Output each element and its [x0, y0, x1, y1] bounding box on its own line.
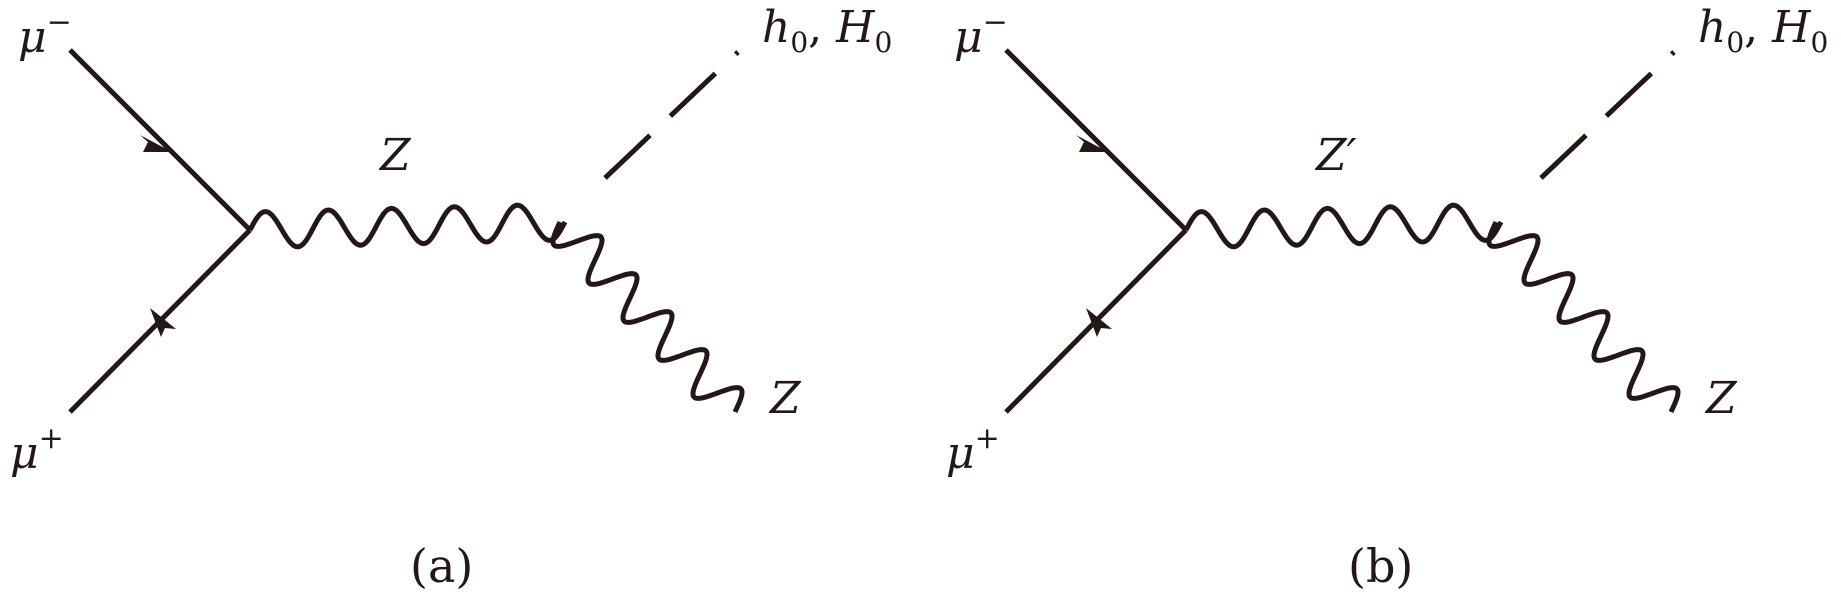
- mu-plus-label: μ+: [946, 421, 1000, 479]
- scalar-dashed-line: [1539, 50, 1676, 180]
- z-out-label: Z: [768, 373, 802, 424]
- propagator-label: Z: [378, 130, 412, 181]
- higgs-label: h0, H0: [762, 2, 892, 59]
- z-outgoing-wavy: [1486, 220, 1681, 414]
- higgs-label: h0, H0: [1698, 2, 1828, 59]
- mu-minus-line: [1004, 48, 1188, 232]
- diagram-b: μ− μ+ Z′ h0, H0 Z (b): [946, 2, 1828, 593]
- propagator-label: Z′: [1314, 130, 1357, 181]
- mu-minus-arrow: [140, 135, 172, 152]
- mu-minus-line: [68, 48, 252, 232]
- caption-b: (b): [1348, 539, 1413, 593]
- mu-plus-label: μ+: [10, 421, 64, 479]
- mu-plus-arrow: [150, 308, 176, 337]
- diagram-a: μ− μ+ Z h0, H0 Z (a): [10, 2, 892, 593]
- caption-a: (a): [410, 539, 473, 593]
- mu-minus-label: μ−: [18, 5, 72, 63]
- zprime-propagator-wavy: [1183, 202, 1504, 250]
- scalar-dashed-line: [603, 50, 740, 180]
- mu-plus-arrow: [1086, 308, 1112, 337]
- z-out-label: Z: [1704, 373, 1738, 424]
- z-outgoing-wavy: [550, 220, 745, 414]
- mu-minus-arrow: [1076, 135, 1108, 152]
- mu-minus-label: μ−: [954, 5, 1008, 63]
- z-propagator-wavy: [247, 202, 568, 250]
